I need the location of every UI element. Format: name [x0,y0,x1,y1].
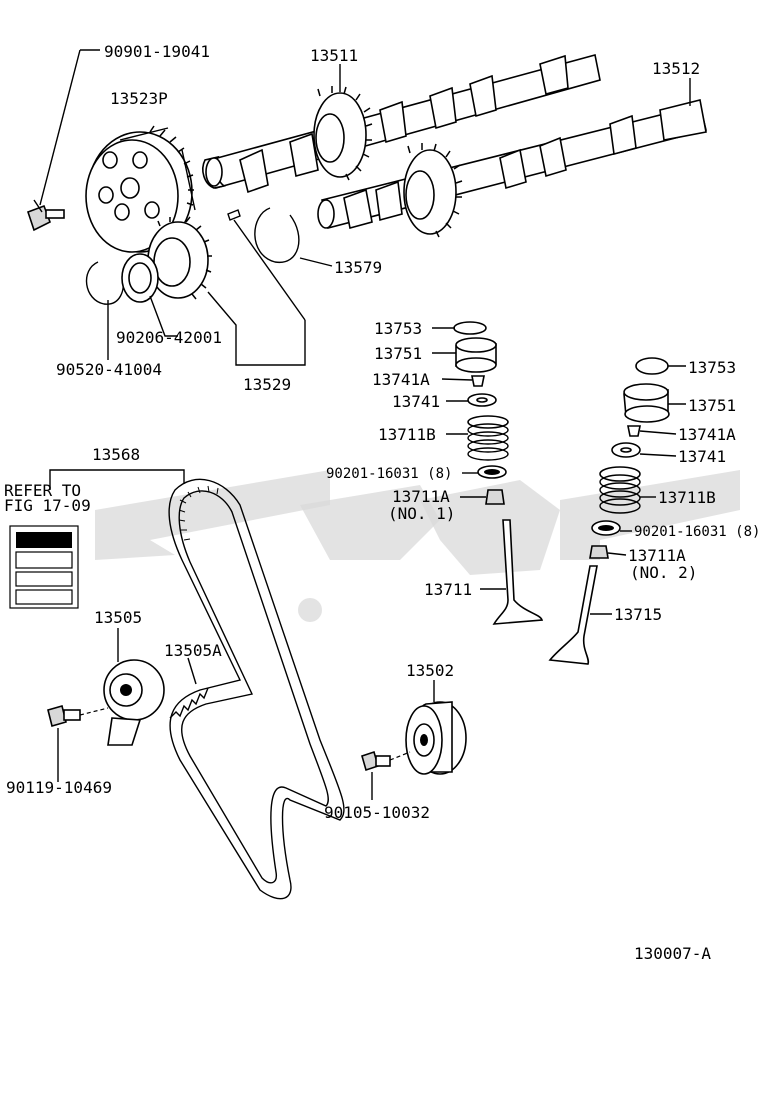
label-13711B-no1: 13711B [378,425,436,444]
label-13753-no1: 13753 [374,319,422,338]
leader-13529 [207,291,306,366]
leader-13741A-no1 [441,378,473,381]
bolt-90105-10032[interactable] [361,750,411,772]
valve-lifter-13751-no1[interactable] [455,337,497,373]
refer-line-2: FIG 17-09 [4,496,91,515]
label-no2: (NO. 2) [630,563,697,582]
tensioner-pulley-13505[interactable] [103,659,165,746]
label-90901-19041: 90901-19041 [104,42,210,61]
leader-13568 [49,469,185,490]
label-13741A-no1: 13741A [372,370,430,389]
label-13711A-no1: 13711A [392,487,450,506]
intake-valve-13711[interactable] [492,519,544,625]
adjusting-shim-13753-no1[interactable] [453,321,487,335]
camshaft-pulley-13523P[interactable] [85,125,196,253]
valve-spring-13711B-no2[interactable] [599,466,641,514]
plate-90206-42001[interactable] [121,253,159,303]
label-13711B-no2: 13711B [658,488,716,507]
label-13529: 13529 [243,375,291,394]
bolt-90119-10469[interactable] [47,705,109,727]
label-90105-10032: 90105-10032 [324,803,430,822]
label-13741-no1: 13741 [392,392,440,411]
refer-line-1: REFER TO [4,481,81,500]
label-90520-41004: 90520-41004 [56,360,162,379]
spring-retainer-13741-no2[interactable] [611,442,641,458]
valve-spring-13711B-no1[interactable] [467,415,509,461]
adjusting-shim-13753-no2[interactable] [635,357,669,375]
idler-pulley-13502[interactable] [405,701,467,775]
label-90201-16031-no2: 90201-16031 (8) [634,524,760,540]
label-13568: 13568 [92,445,140,464]
label-13741-no2: 13741 [678,447,726,466]
label-13715: 13715 [614,605,662,624]
valve-lifter-13751-no2[interactable] [623,383,670,423]
valve-stem-seal-13711A-no1[interactable] [485,489,505,505]
snap-ring-13579[interactable] [254,207,300,263]
label-13711: 13711 [424,580,472,599]
label-13505: 13505 [94,608,142,627]
leader-13741A-no2 [639,430,677,435]
leader-13529-right [233,219,306,321]
pin-13529[interactable] [227,209,241,221]
spring-seat-90201-16031-no2[interactable] [591,520,621,536]
camshaft-13511[interactable] [202,54,601,194]
leader-13711A-no2 [607,552,627,556]
leader-13741-no2 [639,453,677,457]
label-no1: (NO. 1) [388,504,455,523]
label-13579: 13579 [334,258,382,277]
label-13751-no1: 13751 [374,344,422,363]
label-13511: 13511 [310,46,358,65]
camshaft-13512[interactable] [317,99,707,238]
refer-figure-box [9,525,79,609]
valve-keeper-13741A-no1[interactable] [471,375,485,387]
label-13741A-no2: 13741A [678,425,736,444]
figure-id: 130007-A [634,944,711,963]
leader-13579 [299,257,333,267]
label-13711A-no2: 13711A [628,546,686,565]
valve-stem-seal-13711A-no2[interactable] [589,545,609,559]
leader-90901 [39,49,81,206]
exhaust-valve-13715[interactable] [548,565,598,665]
label-13753-no2: 13753 [688,358,736,377]
snap-ring-90520-41004[interactable] [85,261,124,305]
timing-belt-13568[interactable] [168,478,345,900]
spring-seat-90201-16031-no1[interactable] [477,465,507,479]
tension-spring-13505A[interactable] [169,687,209,719]
leader-90206 [149,295,178,337]
label-13505A: 13505A [164,641,222,660]
camshaft-gear-13529[interactable] [147,216,212,300]
watermark-logo [95,470,740,622]
label-90206-42001: 90206-42001 [116,328,222,347]
bolt-90901-19041[interactable] [26,199,65,232]
valve-keeper-13741A-no2[interactable] [627,425,641,437]
label-90119-10469: 90119-10469 [6,778,112,797]
label-13751-no2: 13751 [688,396,736,415]
label-13512: 13512 [652,59,700,78]
label-13523P: 13523P [110,89,168,108]
leader-13505A [187,657,197,685]
spring-retainer-13741-no1[interactable] [467,393,497,407]
label-13502: 13502 [406,661,454,680]
label-90201-16031-no1: 90201-16031 (8) [326,466,452,482]
